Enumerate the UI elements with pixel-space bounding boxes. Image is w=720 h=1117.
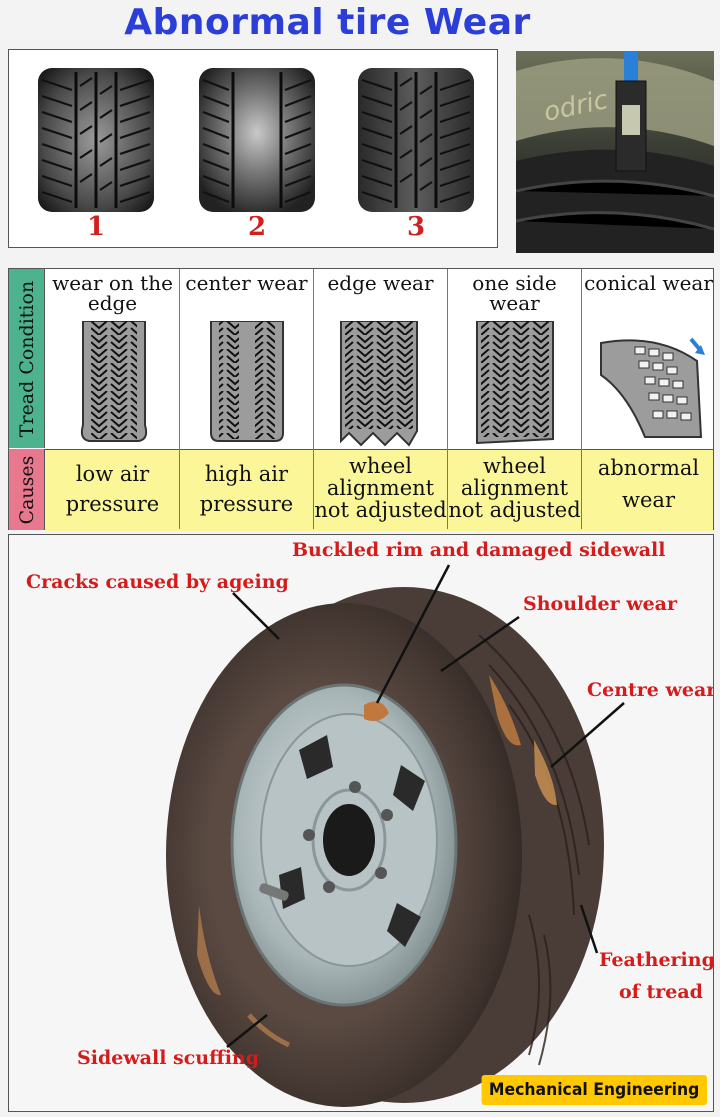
label-feathering-line2: of tread — [619, 981, 703, 1003]
tread-number-1: 1 — [86, 212, 106, 242]
sketch-edge-wear — [340, 321, 418, 447]
label-buckled-rim: Buckled rim and damaged sidewall — [292, 539, 666, 561]
label-shoulder-wear: Shoulder wear — [523, 593, 678, 615]
watermark-badge: Mechanical Engineering — [481, 1075, 707, 1105]
page-title: Abnormal tire Wear — [124, 2, 531, 43]
label-centre-wear: Centre wear — [587, 679, 714, 701]
tyre-damage-diagram: Buckled rim and damaged sidewall Cracks … — [8, 534, 714, 1112]
causes-band: Causes — [9, 449, 45, 530]
damaged-tyre-illustration — [166, 564, 625, 1107]
sketch-center-wear — [210, 321, 284, 442]
tread-depth-gauge-photo: odric — [516, 51, 714, 253]
label-feathering-line1: Feathering — [599, 949, 714, 971]
header-center-wear: center wear — [185, 271, 308, 295]
tread-condition-label: Tread Condition — [15, 280, 38, 437]
causes-label: Causes — [15, 455, 38, 524]
tread-image-2 — [199, 68, 315, 212]
tread-comparison-panel: 1 2 3 — [8, 49, 498, 248]
header-conical-wear: conical wear — [584, 271, 713, 295]
header-edge-wear: edge wear — [327, 271, 434, 295]
tread-number-3: 3 — [406, 212, 426, 242]
tread-number-2: 2 — [247, 212, 267, 242]
label-cracks-ageing: Cracks caused by ageing — [26, 571, 289, 593]
tread-image-1 — [38, 68, 154, 212]
label-sidewall-scuffing: Sidewall scuffing — [77, 1047, 260, 1069]
sketch-wear-on-edge — [80, 321, 148, 442]
sketch-one-side-wear — [476, 321, 554, 445]
tread-condition-band: Tread Condition — [9, 269, 45, 448]
tread-image-3 — [358, 68, 474, 212]
sketch-conical-wear — [600, 337, 705, 438]
causes-row — [45, 449, 713, 531]
